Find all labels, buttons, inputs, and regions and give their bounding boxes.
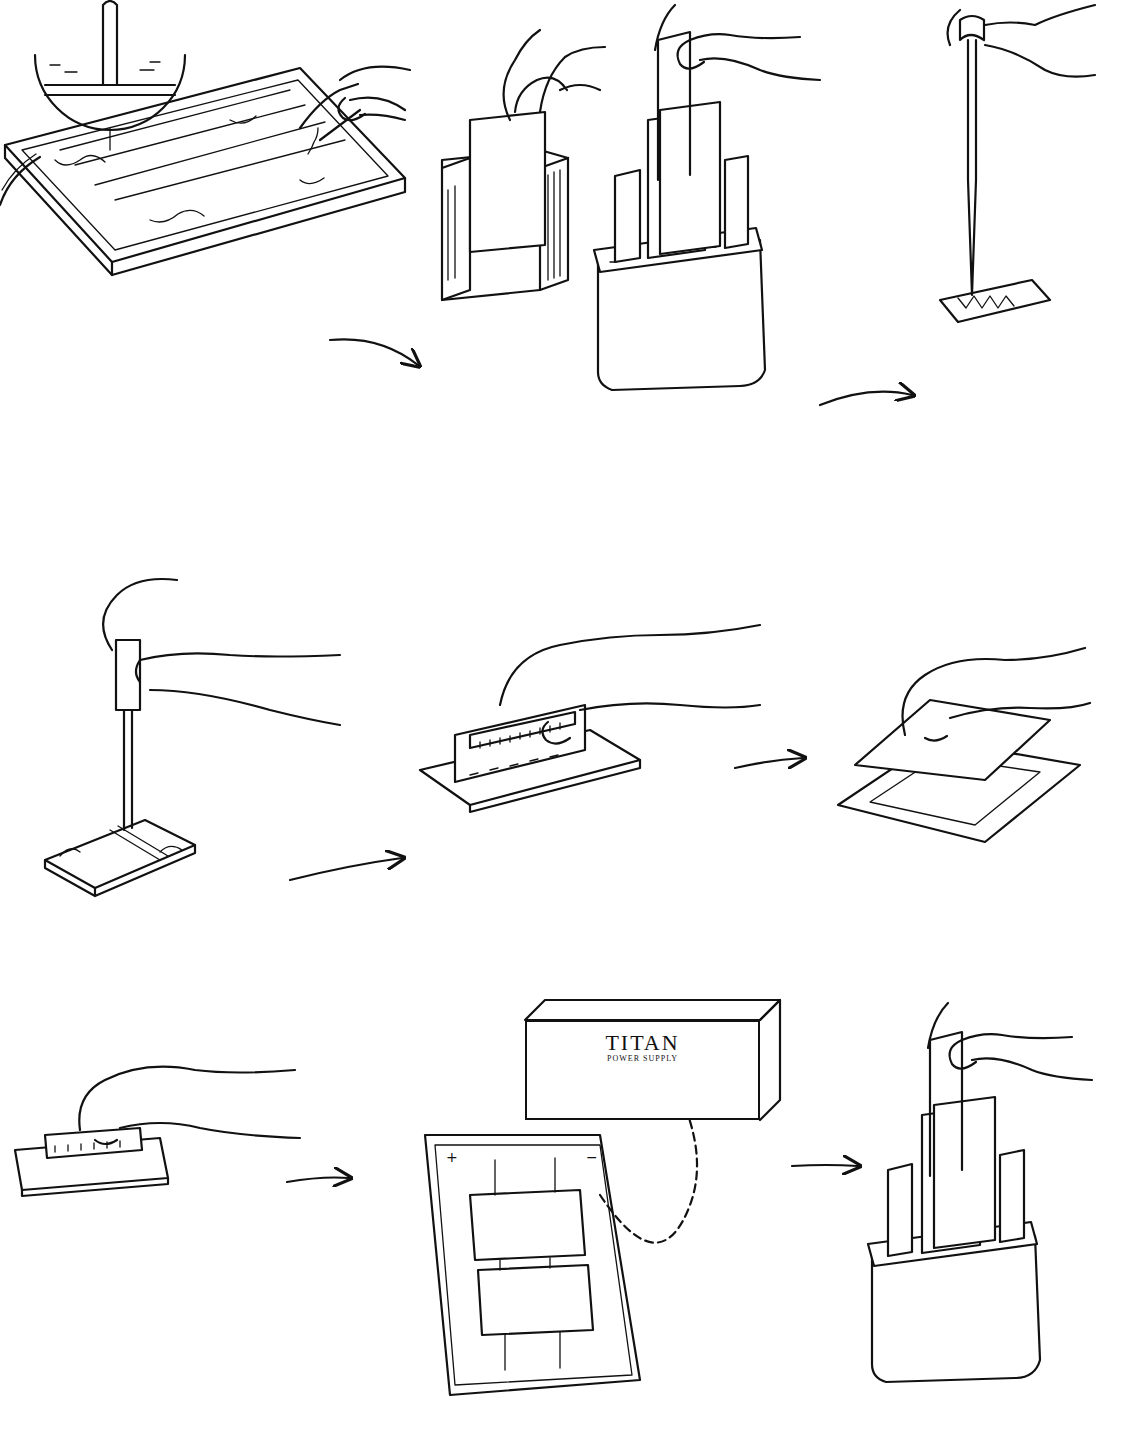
aligning-base bbox=[420, 705, 640, 812]
magnifier-inset bbox=[35, 1, 185, 150]
polarity-mark: − bbox=[586, 1150, 598, 1164]
staining-jar bbox=[594, 32, 765, 390]
brand-name: TITAN bbox=[527, 1032, 758, 1054]
power-supply-body bbox=[525, 1000, 780, 1120]
blotter bbox=[838, 700, 1080, 842]
hand-on-blotter bbox=[903, 648, 1091, 741]
hand-with-tube bbox=[300, 67, 410, 154]
staining-jar-final bbox=[868, 1032, 1040, 1382]
hand-on-applicator bbox=[103, 579, 340, 725]
electrophoresis-chamber bbox=[425, 1135, 640, 1395]
plate-holder bbox=[15, 1128, 168, 1196]
hand-lifting-rack-final bbox=[928, 1003, 1092, 1080]
card-holder bbox=[442, 112, 568, 300]
hand-on-plate bbox=[79, 1067, 300, 1144]
step-arrows bbox=[287, 339, 912, 1182]
polarity-mark: + bbox=[446, 1150, 458, 1164]
hand-lifting-rack bbox=[655, 5, 820, 80]
buffer-tray bbox=[0, 68, 405, 275]
power-wire bbox=[600, 1115, 697, 1243]
device-label: POWER SUPPLY bbox=[527, 1054, 758, 1064]
hand-on-dropper bbox=[948, 5, 1095, 77]
applicator bbox=[45, 640, 195, 896]
power-supply-panel: TITANPOWER SUPPLY bbox=[525, 1020, 760, 1120]
hand-on-base bbox=[500, 625, 760, 744]
hand-holding-card bbox=[504, 30, 605, 120]
